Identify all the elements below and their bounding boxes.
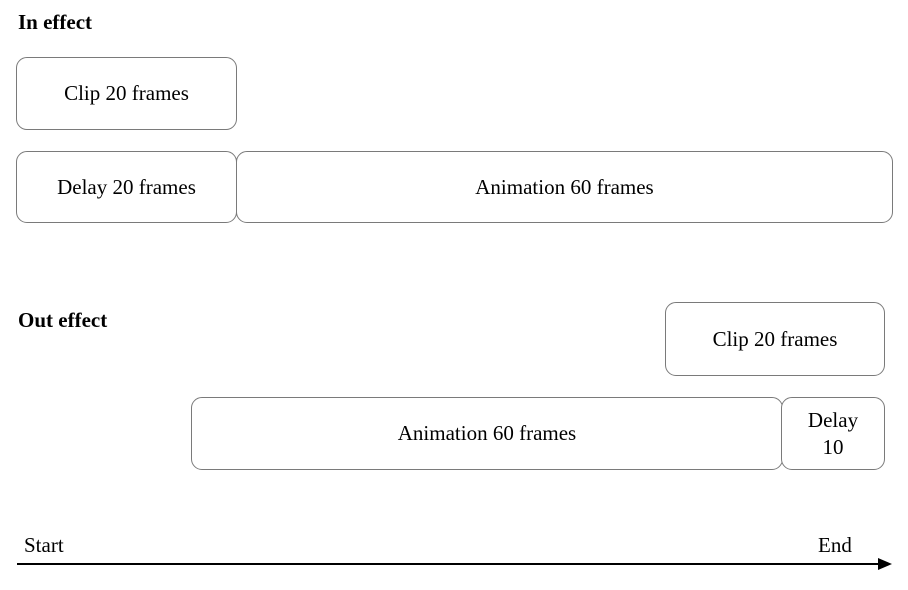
in-effect-title: In effect: [18, 10, 93, 34]
in-clip-box: Clip 20 frames: [16, 57, 237, 130]
out-delay-label-line1: Delay: [807, 408, 859, 433]
timeline-start-label: Start: [24, 533, 64, 557]
out-clip-label: Clip 20 frames: [712, 326, 838, 351]
out-effect-title: Out effect: [18, 308, 108, 332]
in-animation-label: Animation 60 frames: [475, 174, 654, 199]
out-animation-label: Animation 60 frames: [397, 421, 577, 446]
timeline-arrowhead-icon: [878, 558, 892, 570]
out-clip-box: Clip 20 frames: [665, 302, 885, 376]
in-animation-box: Animation 60 frames: [236, 151, 893, 223]
in-delay-label: Delay 20 frames: [57, 174, 196, 199]
in-clip-label: Clip 20 frames: [64, 81, 189, 106]
timeline-end-label: End: [818, 533, 852, 557]
out-animation-box: Animation 60 frames: [191, 397, 783, 470]
out-delay-label-line2: 10: [822, 434, 844, 459]
out-delay-box: Delay 10: [781, 397, 885, 470]
